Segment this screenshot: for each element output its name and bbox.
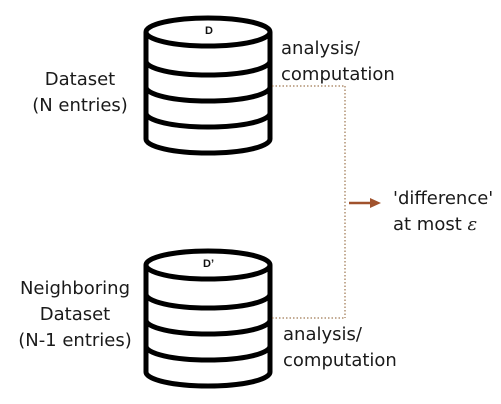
top-dataset-label: Dataset (N entries)	[20, 67, 140, 119]
bottom-dataset-line1: Neighboring	[19, 278, 131, 299]
top-database-label: D	[205, 25, 213, 37]
top-analysis-label: analysis/ computation	[281, 36, 395, 88]
top-dataset-line1: Dataset	[44, 69, 116, 90]
dotted-connector	[272, 85, 346, 319]
bottom-dataset-line2: Dataset	[39, 304, 111, 325]
bottom-database-icon	[143, 248, 273, 389]
result-line2-prefix: at most	[393, 214, 462, 235]
top-analysis-line2: computation	[281, 64, 395, 85]
bottom-analysis-line1: analysis/	[283, 324, 362, 345]
top-database-icon	[143, 15, 273, 156]
arrow-right-icon	[349, 198, 381, 208]
bottom-dataset-label: Neighboring Dataset (N-1 entries)	[8, 276, 142, 354]
result-label: 'difference' at most ε	[393, 186, 493, 238]
bottom-analysis-label: analysis/ computation	[283, 322, 397, 374]
bottom-dataset-line3: (N-1 entries)	[18, 330, 132, 351]
top-dataset-line2: (N entries)	[32, 95, 128, 116]
result-line1: 'difference'	[393, 188, 494, 209]
epsilon-symbol: ε	[467, 214, 478, 235]
bottom-database-label: D’	[203, 258, 214, 270]
bottom-analysis-line2: computation	[283, 350, 397, 371]
top-analysis-line1: analysis/	[281, 38, 360, 59]
result-line2: at most ε	[393, 212, 493, 238]
